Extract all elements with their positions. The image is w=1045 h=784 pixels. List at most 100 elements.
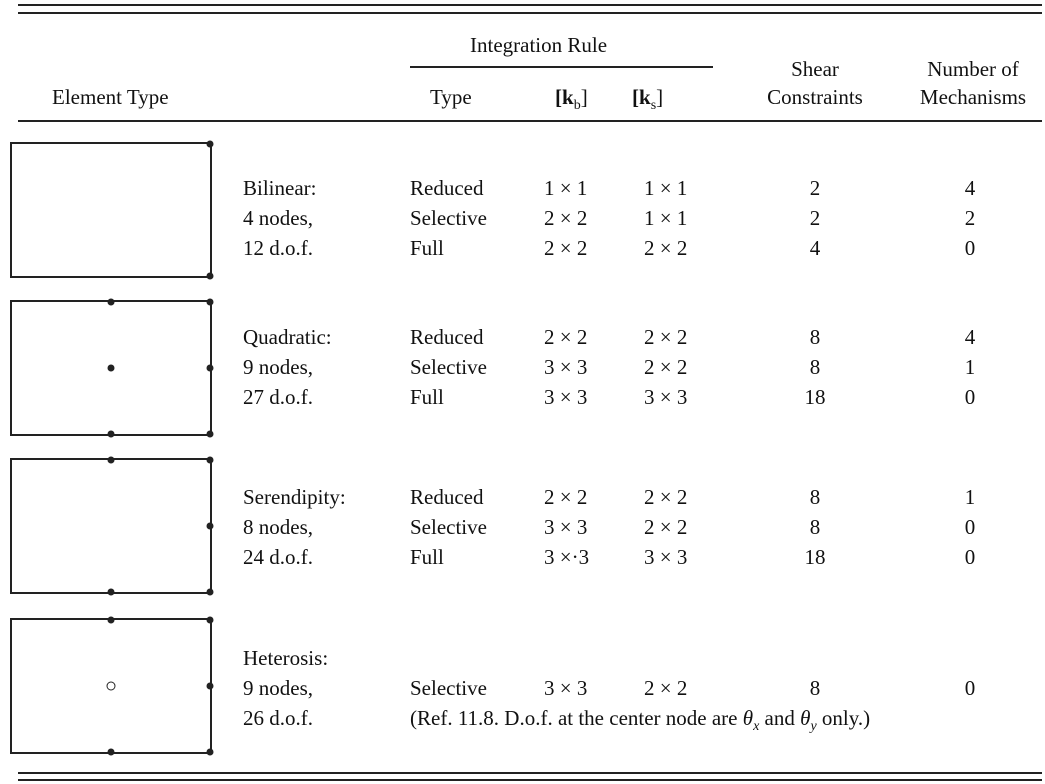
row-ks: 3 × 3	[644, 545, 688, 569]
row-mech: 4	[964, 325, 976, 349]
row-shear: 8	[809, 515, 821, 539]
row-shear: 8	[809, 325, 821, 349]
element-dof: 12 d.o.f.	[243, 236, 313, 260]
midside-node-icon	[107, 588, 115, 596]
row-kb: 3 × 3	[544, 385, 588, 409]
element-nodes: 9 nodes,	[243, 676, 313, 700]
row-type: Reduced	[410, 176, 484, 200]
midside-node-icon	[107, 748, 115, 756]
row-mech: 1	[964, 355, 976, 379]
row-kb: 2 × 2	[544, 206, 588, 230]
row-ks: 2 × 2	[644, 325, 688, 349]
row-kb: 3 × 3	[544, 355, 588, 379]
midside-node-icon	[107, 298, 115, 306]
center-node-icon	[107, 364, 115, 372]
header-type: Type	[430, 85, 472, 109]
element-dof: 24 d.o.f.	[243, 545, 313, 569]
corner-node-icon	[206, 430, 214, 438]
corner-node-icon	[206, 748, 214, 756]
note-suffix: only.)	[816, 706, 871, 730]
ks-sub: s	[650, 98, 657, 114]
corner-node-icon	[206, 588, 214, 596]
row-kb: 3 ×·3	[544, 545, 590, 569]
corner-node-icon	[206, 456, 214, 464]
heterosis-element-diagram	[10, 616, 214, 756]
center-node-hollow-icon	[106, 681, 116, 691]
kb-close: ]	[580, 85, 588, 109]
element-name: Serendipity:	[243, 485, 346, 509]
row-shear: 8	[809, 485, 821, 509]
row-kb: 1 × 1	[544, 176, 588, 200]
header-shear-1: Shear	[791, 57, 839, 81]
heterosis-note: (Ref. 11.8. D.o.f. at the center node ar…	[410, 705, 870, 740]
midside-node-icon	[107, 430, 115, 438]
row-mech: 0	[964, 515, 976, 539]
element-name: Bilinear:	[243, 176, 317, 200]
row-mech: 0	[964, 676, 976, 700]
element-name: Quadratic:	[243, 325, 332, 349]
note-theta-x: θ	[742, 706, 754, 730]
row-type: Full	[410, 545, 444, 569]
element-dof: 26 d.o.f.	[243, 706, 313, 730]
midside-node-icon	[107, 616, 115, 624]
quadratic-element-diagram	[10, 298, 214, 438]
midside-node-icon	[206, 364, 214, 372]
row-type: Selective	[410, 676, 487, 700]
header-mech-1: Number of	[927, 57, 1019, 81]
row-kb: 2 × 2	[544, 236, 588, 260]
corner-node-icon	[206, 140, 214, 148]
row-ks: 2 × 2	[644, 236, 688, 260]
header-kb: [kb]	[555, 84, 588, 119]
row-shear: 2	[809, 206, 821, 230]
header-shear-2: Constraints	[767, 85, 863, 109]
element-dof: 27 d.o.f.	[243, 385, 313, 409]
corner-node-icon	[206, 616, 214, 624]
row-kb: 2 × 2	[544, 325, 588, 349]
note-y: y	[810, 719, 817, 735]
serendipity-element-diagram	[10, 456, 214, 596]
element-nodes: 4 nodes,	[243, 206, 313, 230]
row-mech: 2	[964, 206, 976, 230]
note-x: x	[753, 719, 760, 735]
row-kb: 2 × 2	[544, 485, 588, 509]
bilinear-element-diagram	[10, 140, 214, 280]
row-shear: 18	[804, 545, 826, 569]
row-shear: 2	[809, 176, 821, 200]
row-ks: 2 × 2	[644, 485, 688, 509]
top-rule-thin	[18, 4, 1042, 6]
row-shear: 4	[809, 236, 821, 260]
row-kb: 3 × 3	[544, 676, 588, 700]
row-ks: 2 × 2	[644, 676, 688, 700]
element-nodes: 9 nodes,	[243, 355, 313, 379]
top-rule-thick	[18, 12, 1042, 14]
row-type: Selective	[410, 355, 487, 379]
corner-node-icon	[206, 272, 214, 280]
note-prefix: (Ref. 11.8. D.o.f. at the center node ar…	[410, 706, 743, 730]
kb-k: [k	[555, 85, 574, 109]
note-and: and	[759, 706, 801, 730]
row-type: Selective	[410, 206, 487, 230]
row-type: Reduced	[410, 485, 484, 509]
midside-node-icon	[206, 682, 214, 690]
midside-node-icon	[206, 522, 214, 530]
header-element-type: Element Type	[52, 85, 169, 109]
row-ks: 2 × 2	[644, 355, 688, 379]
element-nodes: 8 nodes,	[243, 515, 313, 539]
corner-node-icon	[206, 298, 214, 306]
row-ks: 2 × 2	[644, 515, 688, 539]
row-type: Selective	[410, 515, 487, 539]
header-integration-rule: Integration Rule	[470, 33, 608, 57]
row-mech: 0	[964, 385, 976, 409]
bottom-rule-thick	[18, 772, 1042, 774]
header-bottom-rule	[18, 120, 1042, 122]
row-type: Reduced	[410, 325, 484, 349]
row-shear: 8	[809, 355, 821, 379]
kb-sub: b	[573, 98, 581, 114]
row-shear: 8	[809, 676, 821, 700]
element-name: Heterosis:	[243, 646, 329, 670]
row-mech: 0	[964, 545, 976, 569]
integration-rule-underline	[410, 66, 713, 68]
row-ks: 3 × 3	[644, 385, 688, 409]
row-mech: 0	[964, 236, 976, 260]
ks-k: [k	[632, 85, 651, 109]
